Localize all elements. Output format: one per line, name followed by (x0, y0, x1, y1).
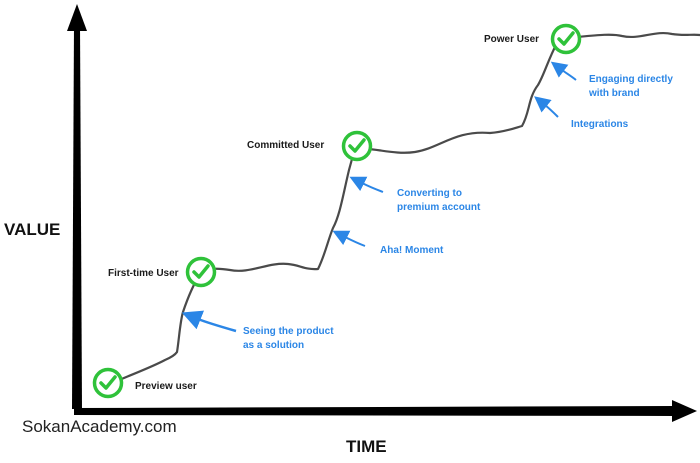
note-converting-line1: Converting to (397, 188, 462, 199)
note-arrow-engaging (550, 61, 577, 81)
note-arrow-converting (349, 176, 384, 193)
stage-label-power: Power User (484, 34, 539, 45)
x-axis (74, 406, 674, 416)
brand-watermark: SokanAcademy.com (22, 417, 177, 436)
note-arrow-seeing (181, 310, 237, 333)
y-axis-title: VALUE (4, 220, 60, 239)
note-engaging-line1: Engaging directly (589, 74, 673, 85)
checkmark-icon-first-time (185, 256, 217, 288)
y-axis-arrowhead (67, 4, 87, 31)
stage-label-committed: Committed User (247, 140, 324, 151)
y-axis (72, 24, 82, 409)
note-arrow-integrations (534, 96, 559, 118)
note-integrations: Integrations (571, 119, 629, 130)
note-engaging-line2: with brand (588, 88, 640, 99)
x-axis-title: TIME (346, 437, 387, 456)
checkmark-icon-preview (92, 367, 124, 399)
note-converting-line2: premium account (397, 202, 481, 213)
stage-label-preview: Preview user (135, 381, 197, 392)
note-seeing-line2: as a solution (243, 340, 304, 351)
checkmark-icon-power (550, 23, 582, 55)
stage-label-first-time: First-time User (108, 268, 179, 279)
note-arrow-aha (332, 230, 366, 247)
note-seeing-line1: Seeing the product (243, 326, 334, 337)
note-aha: Aha! Moment (380, 245, 444, 256)
x-axis-arrowhead (672, 400, 697, 422)
checkmark-icon-committed (341, 130, 373, 162)
